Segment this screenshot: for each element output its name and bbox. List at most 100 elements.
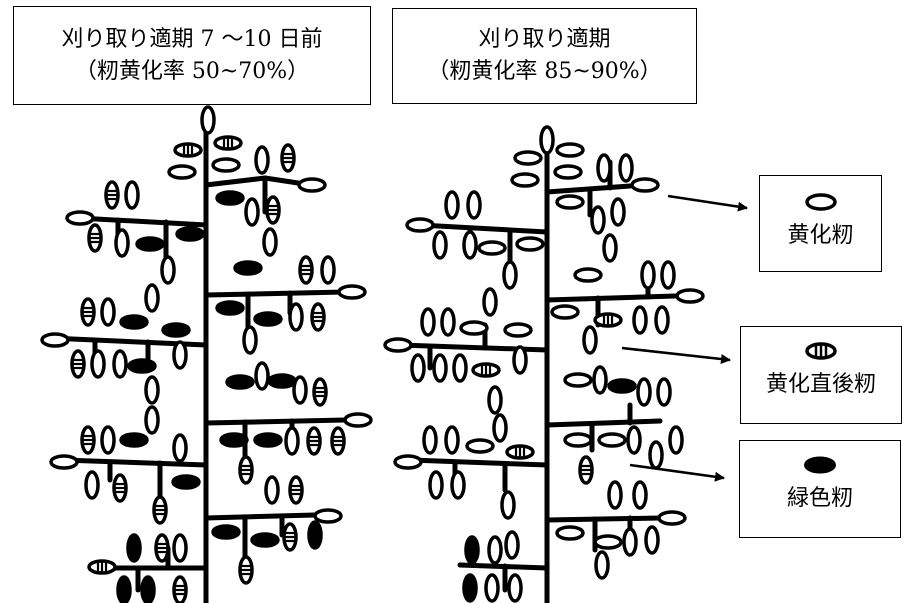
yellow-grain bbox=[610, 197, 626, 227]
yellow-grain bbox=[656, 377, 672, 407]
yellow-grain bbox=[284, 426, 300, 456]
green-grain bbox=[607, 378, 637, 394]
green-grain bbox=[171, 474, 201, 490]
green-grain bbox=[267, 373, 297, 389]
yellow-grain bbox=[555, 142, 585, 158]
legend-box-yellow-grain: 黄化籾 bbox=[759, 175, 882, 272]
green-grain bbox=[225, 374, 255, 390]
striped-grain bbox=[282, 522, 298, 552]
yellow-grain bbox=[264, 475, 280, 505]
yellow-grain bbox=[477, 240, 507, 256]
striped-grain bbox=[152, 495, 168, 525]
yellow-grain bbox=[630, 177, 660, 193]
yellow-grain bbox=[244, 197, 260, 227]
yellow-grain bbox=[100, 297, 116, 327]
yellow-grain bbox=[420, 307, 436, 337]
green-grain bbox=[219, 432, 249, 448]
panel-title-box-early: 刈り取り適期 7 〜10 日前 （籾黄化率 50~70%） bbox=[13, 6, 371, 105]
green-grain bbox=[250, 532, 280, 548]
yellow-grain bbox=[90, 349, 106, 379]
yellow-grain bbox=[503, 322, 533, 338]
green-grain bbox=[116, 575, 132, 603]
yellow-grain bbox=[65, 210, 95, 226]
yellow-grain bbox=[254, 145, 270, 175]
green-grain bbox=[140, 575, 156, 603]
yellow-grain bbox=[510, 172, 540, 188]
yellow-grain bbox=[167, 164, 197, 180]
legend-label: 黄化籾 bbox=[787, 223, 854, 248]
striped-grain bbox=[265, 195, 281, 225]
yellow-grain bbox=[507, 573, 523, 603]
yellow-grain bbox=[553, 164, 583, 180]
yellow-grain bbox=[40, 332, 70, 348]
yellow-grain bbox=[590, 205, 606, 235]
yellow-grain bbox=[573, 267, 603, 283]
yellow-grain bbox=[144, 375, 160, 405]
yellow-grain bbox=[504, 530, 520, 560]
yellow-grain bbox=[292, 375, 308, 405]
green-grain bbox=[119, 314, 149, 330]
yellow-grain bbox=[596, 153, 612, 183]
yellow-grain bbox=[668, 425, 684, 455]
yellow-grain bbox=[200, 105, 216, 135]
yellow-grain bbox=[383, 337, 413, 353]
striped-grain bbox=[578, 455, 594, 485]
yellow-grain bbox=[602, 233, 618, 263]
striped-grain bbox=[80, 425, 96, 455]
yellow-grain bbox=[172, 533, 188, 563]
yellow-grain bbox=[484, 573, 500, 603]
panel-title-box-optimal: 刈り取り適期 （籾黄化率 85~90%） bbox=[392, 8, 697, 104]
green-grain bbox=[161, 322, 191, 338]
legend-label: 黄化直後籾 bbox=[765, 372, 876, 397]
yellow-grain bbox=[555, 525, 585, 541]
striped-grain bbox=[87, 559, 117, 575]
yellow-grain bbox=[242, 325, 258, 355]
yellow-grain bbox=[539, 125, 555, 155]
yellow-grain bbox=[160, 255, 176, 285]
yellow-grain bbox=[428, 470, 444, 500]
yellow-grain bbox=[100, 425, 116, 455]
legend-box-striped-grain: 黄化直後籾 bbox=[740, 326, 902, 424]
yellow-grain bbox=[466, 190, 482, 220]
yellow-grain bbox=[644, 525, 660, 555]
green-grain bbox=[215, 190, 245, 206]
striped-grain bbox=[280, 143, 296, 173]
yellow-grain bbox=[144, 283, 160, 313]
yellow-grain bbox=[393, 454, 423, 470]
striped-grain bbox=[288, 475, 304, 505]
yellow-grain-icon bbox=[804, 193, 837, 211]
striped-grain bbox=[238, 455, 254, 485]
panel-title-line1: 刈り取り適期 7 〜10 日前 bbox=[61, 26, 323, 52]
yellow-grain bbox=[563, 432, 593, 448]
yellow-grain bbox=[492, 413, 508, 443]
yellow-grain bbox=[254, 361, 270, 391]
green-grain bbox=[215, 300, 245, 316]
striped-grain bbox=[330, 426, 346, 456]
yellow-grain bbox=[343, 412, 373, 428]
yellow-grain bbox=[607, 480, 623, 510]
yellow-grain bbox=[465, 438, 495, 454]
striped-grain-icon bbox=[805, 342, 837, 360]
yellow-grain bbox=[636, 377, 652, 407]
yellow-grain bbox=[114, 228, 130, 258]
striped-grain bbox=[306, 426, 322, 456]
yellow-grain bbox=[555, 194, 585, 210]
legend-label: 緑色籾 bbox=[786, 486, 853, 511]
striped-grain bbox=[104, 180, 120, 210]
yellow-grain bbox=[320, 255, 336, 285]
striped-grain bbox=[312, 377, 328, 407]
green-grain bbox=[233, 260, 263, 276]
striped-grain bbox=[471, 362, 501, 378]
yellow-grain bbox=[563, 372, 593, 388]
striped-grain bbox=[87, 223, 103, 253]
grain-group bbox=[40, 105, 705, 603]
yellow-grain bbox=[444, 190, 460, 220]
yellow-grain bbox=[582, 325, 598, 355]
legend-box-green-grain: 緑色籾 bbox=[739, 440, 901, 538]
yellow-grain bbox=[500, 490, 516, 520]
yellow-grain bbox=[502, 260, 518, 290]
yellow-grain bbox=[432, 353, 448, 383]
striped-grain bbox=[70, 349, 86, 379]
yellow-grain bbox=[550, 304, 580, 320]
